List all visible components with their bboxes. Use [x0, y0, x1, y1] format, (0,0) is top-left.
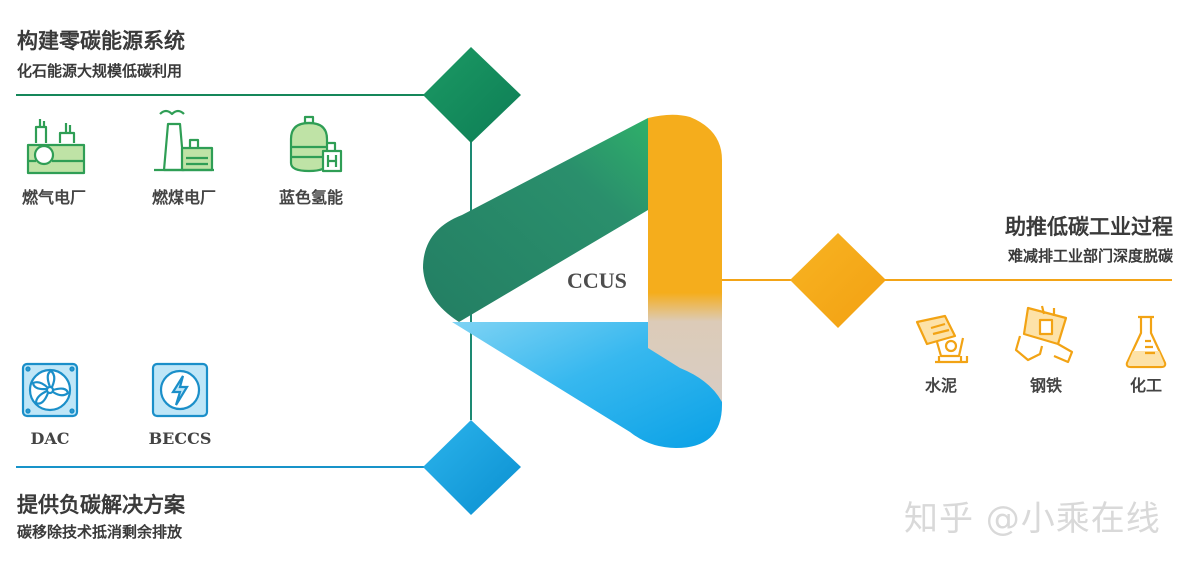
bottom-left-title: 提供负碳解决方案: [17, 493, 185, 517]
beccs-label: BECCS: [148, 429, 212, 448]
flask-icon: [1125, 315, 1167, 369]
lightning-icon: [151, 362, 209, 418]
blue-diamond: [423, 420, 521, 515]
right-subtitle: 难减排工业部门深度脱碳: [1007, 247, 1173, 265]
coal-power-plant-label: 燃煤电厂: [151, 188, 216, 207]
ccus-green-arm: [423, 118, 648, 322]
steel-ladle-icon: [1014, 305, 1074, 364]
ccus-blue-arm: [452, 322, 722, 448]
orange-diamond: [790, 233, 886, 328]
ccus-orange-arm: [648, 114, 722, 403]
cement-mixer-icon: [915, 314, 969, 364]
bottom-left-subtitle: 碳移除技术抵消剩余排放: [17, 523, 183, 541]
coal-power-plant-icon: [154, 109, 214, 172]
cement-label: 水泥: [924, 376, 957, 395]
chemical-label: 化工: [1129, 376, 1162, 395]
blue-hydrogen-label: 蓝色氢能: [278, 188, 343, 207]
dac-label: DAC: [30, 429, 70, 448]
ccus-label: CCUS: [567, 268, 627, 293]
fan-icon: [21, 362, 79, 418]
top-left-title: 构建零碳能源系统: [17, 29, 185, 53]
gas-power-plant-icon: [26, 119, 86, 175]
blue-hydrogen-icon: [289, 115, 343, 173]
green-diamond: [423, 47, 521, 143]
top-left-subtitle: 化石能源大规模低碳利用: [17, 62, 183, 80]
steel-label: 钢铁: [1029, 376, 1062, 395]
watermark: 知乎 @小乘在线: [904, 499, 1161, 539]
gas-power-plant-label: 燃气电厂: [21, 188, 86, 207]
right-title: 助推低碳工业过程: [1005, 215, 1173, 239]
